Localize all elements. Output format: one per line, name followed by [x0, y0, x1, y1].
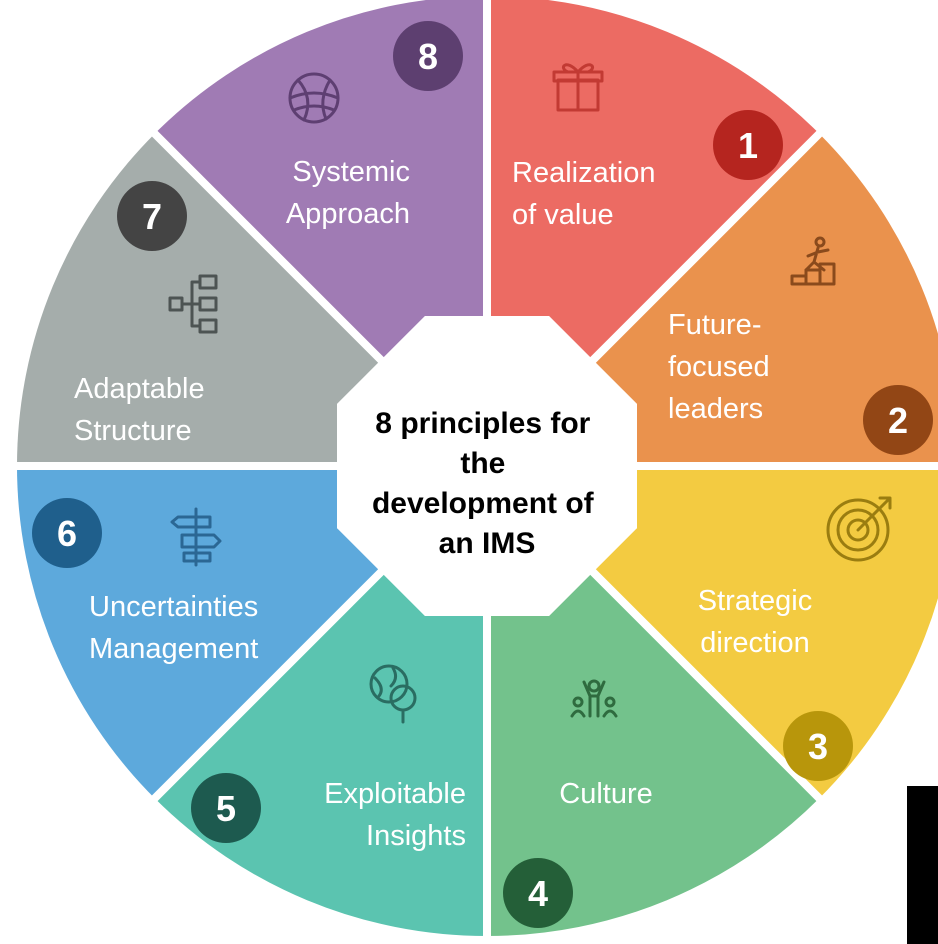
- segment-1-number-badge: 1: [713, 110, 783, 180]
- segment-6-label-line: Uncertainties: [89, 591, 258, 623]
- signpost-icon: [170, 507, 222, 567]
- center-title-line-2: the: [460, 447, 505, 480]
- segment-4-number-badge: 4: [503, 858, 573, 928]
- segment-1-number: 1: [738, 125, 758, 166]
- badge-circle: [32, 498, 102, 568]
- edge-black-bar: [907, 786, 938, 944]
- segment-3-label-line: direction: [700, 627, 810, 659]
- target-icon: [826, 496, 892, 562]
- segment-4-label: Culture: [559, 778, 653, 810]
- globe-magnifier-icon: [369, 664, 417, 724]
- segment-6-label-line: Management: [89, 633, 258, 665]
- segment-3-number: 3: [808, 726, 828, 767]
- segment-1-label: Realization of value: [512, 157, 655, 231]
- segment-3-number-badge: 3: [783, 711, 853, 781]
- center-hub: [337, 316, 637, 616]
- center-title: 8 principles for the development of an I…: [372, 407, 602, 560]
- segment-3-label-line: Strategic: [698, 585, 812, 617]
- segment-4-label-line: Culture: [559, 778, 653, 810]
- center-title-line-1: 8 principles for: [375, 407, 590, 440]
- segment-7-label-line: Structure: [74, 415, 192, 447]
- segment-7-number-badge: 7: [117, 181, 187, 251]
- segment-2-label: Future-focused leaders: [668, 309, 770, 425]
- segment-2-number-badge: 2: [863, 385, 933, 455]
- segment-7-number: 7: [142, 196, 162, 237]
- segment-8-label-line: Systemic: [292, 156, 410, 188]
- segment-2-label-line: Future-: [668, 309, 761, 341]
- segment-4-number: 4: [528, 873, 548, 914]
- segment-7-label-line: Adaptable: [74, 373, 205, 405]
- segment-2-label-line: leaders: [668, 393, 763, 425]
- segment-6-number: 6: [57, 513, 77, 554]
- segment-5-number-badge: 5: [191, 773, 261, 843]
- team-icon: [570, 679, 618, 718]
- segment-8-label-line: Approach: [286, 198, 410, 230]
- badge-circle: [117, 181, 187, 251]
- badge-circle: [783, 711, 853, 781]
- segment-1-label-line: Realization: [512, 157, 655, 189]
- segment-5-label-line: Insights: [366, 820, 466, 852]
- network-globe-icon: [288, 72, 340, 124]
- org-chart-icon: [168, 274, 218, 334]
- badge-circle: [713, 110, 783, 180]
- segment-2-number: 2: [888, 400, 908, 441]
- segment-2-label-line: focused: [668, 351, 770, 383]
- segment-3-label: Strategic direction: [698, 585, 812, 659]
- segment-8-number-badge: 8: [393, 21, 463, 91]
- segment-5-number: 5: [216, 788, 236, 829]
- badge-circle: [191, 773, 261, 843]
- center-title-line-4: an IMS: [439, 527, 536, 560]
- badge-circle: [863, 385, 933, 455]
- segment-1-label-line: of value: [512, 199, 614, 231]
- center-title-line-3: development of: [372, 487, 595, 520]
- segment-6-number-badge: 6: [32, 498, 102, 568]
- badge-circle: [393, 21, 463, 91]
- badge-circle: [503, 858, 573, 928]
- segment-8-number: 8: [418, 36, 438, 77]
- running-steps-icon: [790, 236, 836, 286]
- gift-icon: [552, 63, 604, 112]
- segment-5-label-line: Exploitable: [324, 778, 466, 810]
